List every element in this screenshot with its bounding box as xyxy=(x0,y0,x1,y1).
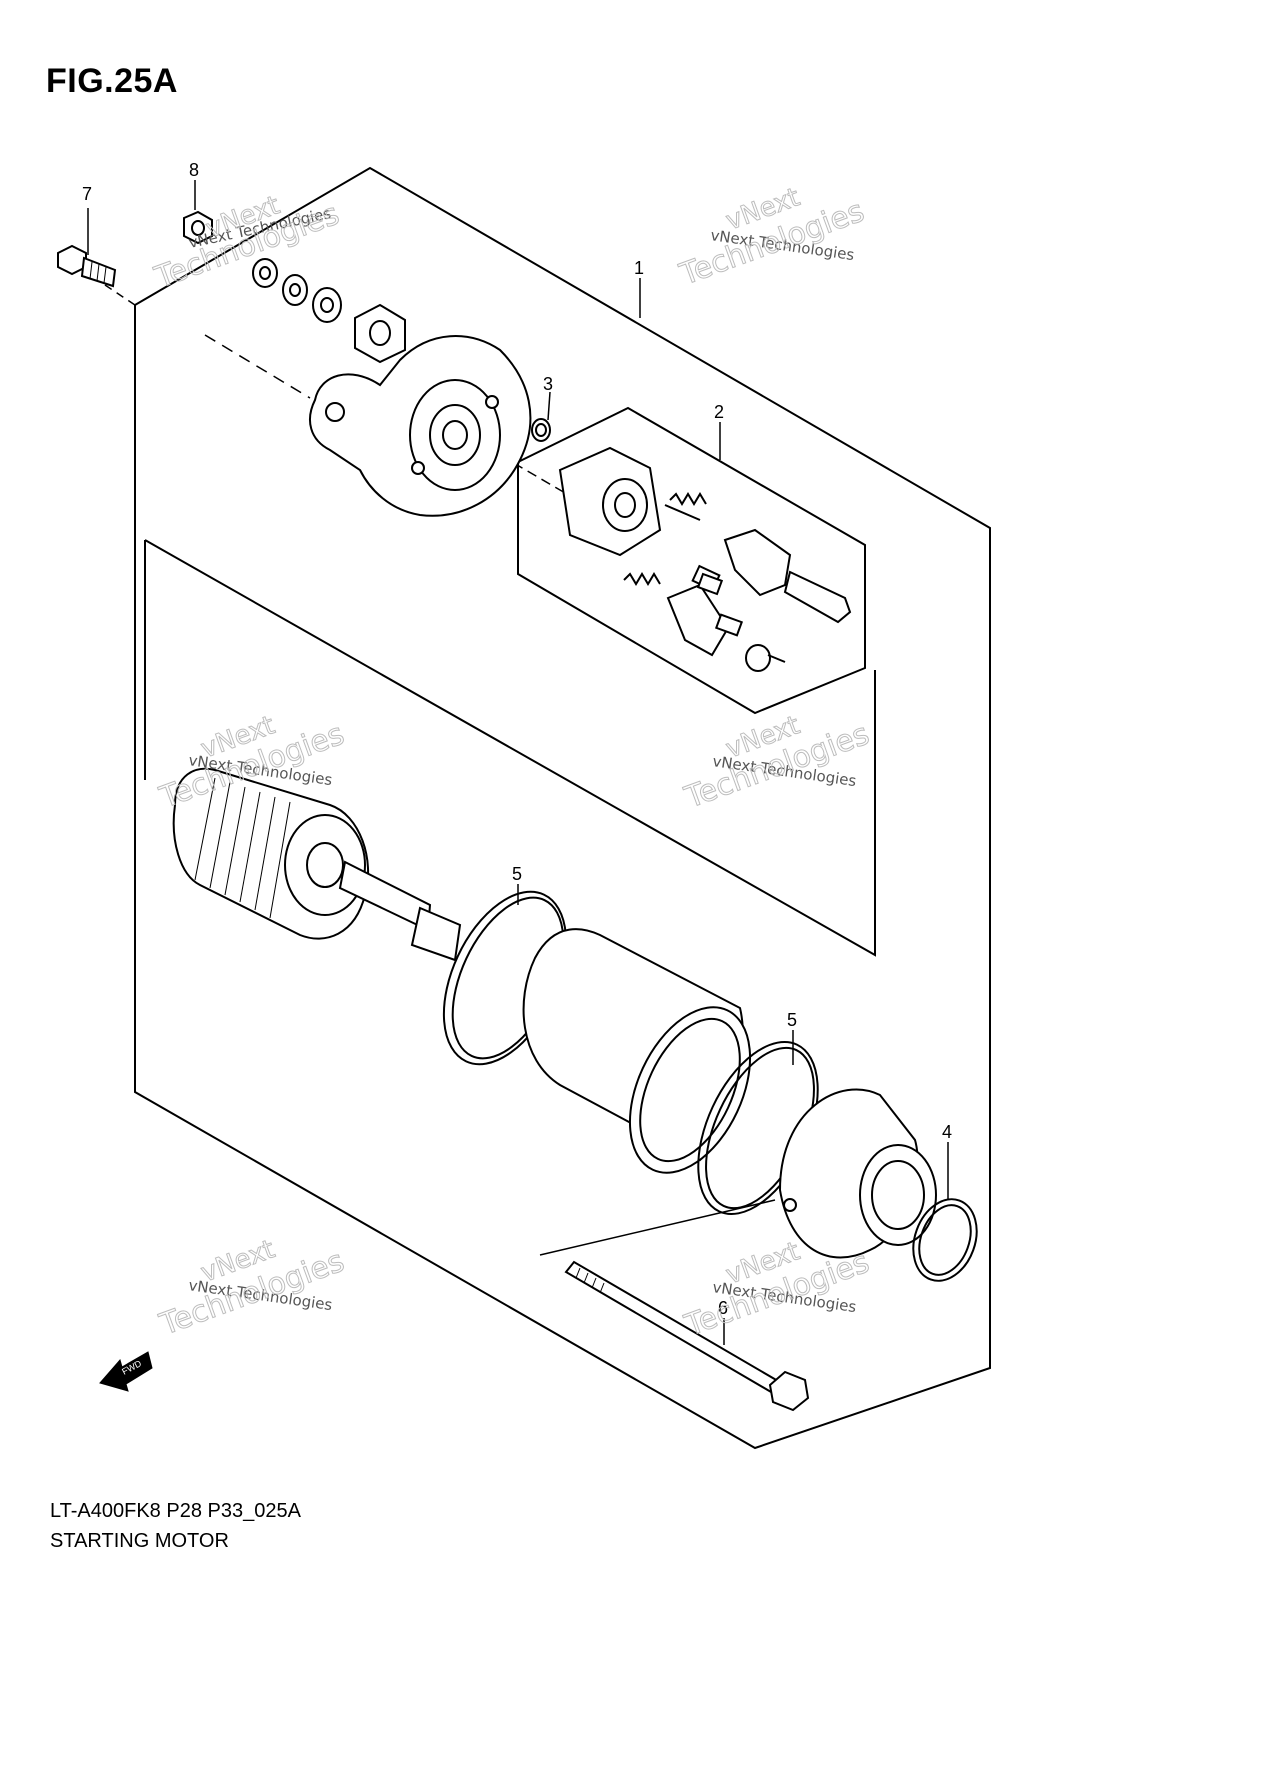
o-ring-4 xyxy=(912,1198,978,1282)
o-ring-3 xyxy=(531,418,551,442)
front-housing xyxy=(778,1088,937,1259)
armature xyxy=(172,767,462,962)
callout-6: 6 xyxy=(718,1298,728,1318)
figure-title: FIG.25A xyxy=(46,62,178,100)
callout-5-rear: 5 xyxy=(787,1010,797,1030)
callout-8: 8 xyxy=(189,160,199,180)
watermark-bottom-left: vNext Technologies vNext Technologies xyxy=(154,1234,349,1343)
assembly-frame xyxy=(134,166,991,1450)
brush-holder-frame xyxy=(517,406,866,715)
callout-2: 2 xyxy=(714,402,724,422)
end-cover xyxy=(309,335,532,517)
model-code: LT-A400FK8 P28 P33_025A xyxy=(50,1500,301,1522)
watermark-top-right: vNext Technologies vNext Technologies xyxy=(674,182,869,293)
washers xyxy=(252,258,342,323)
watermark-bottom-right: vNext Technologies vNext Technologies xyxy=(679,1236,874,1344)
watermark-mid-right: vNext Technologies vNext Technologies xyxy=(679,710,874,816)
callout-1: 1 xyxy=(634,258,644,278)
yoke-housing xyxy=(522,928,752,1174)
callout-4: 4 xyxy=(942,1122,952,1142)
fwd-arrow-icon: FWD xyxy=(99,1351,153,1392)
part-name: STARTING MOTOR xyxy=(50,1530,229,1552)
bolt-7 xyxy=(57,244,117,288)
nut-8 xyxy=(183,210,213,245)
through-bolt-6 xyxy=(564,1260,810,1412)
brush-holder-parts xyxy=(558,446,852,672)
callout-3: 3 xyxy=(543,374,553,394)
bushing xyxy=(354,303,406,364)
watermark-top-left: vNext Technologies vNext Technologies xyxy=(149,190,344,296)
callout-5-front: 5 xyxy=(512,864,522,884)
callout-7: 7 xyxy=(82,184,92,204)
